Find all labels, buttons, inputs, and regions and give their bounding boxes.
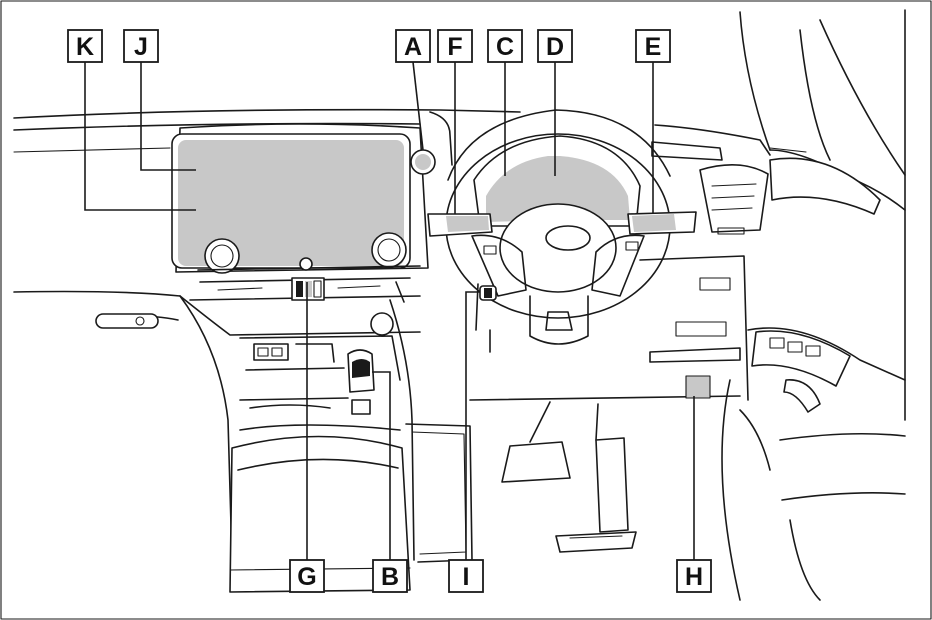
callout-c-label: C bbox=[496, 33, 514, 61]
callout-i: I bbox=[448, 559, 484, 593]
callout-b-label: B bbox=[381, 563, 399, 591]
passenger-panel bbox=[13, 290, 233, 561]
glovebox-handle bbox=[95, 313, 159, 329]
driver-door bbox=[721, 327, 906, 601]
left-knob-icon bbox=[204, 238, 240, 274]
callout-j: J bbox=[123, 29, 159, 63]
callout-a: A bbox=[395, 29, 431, 63]
start-button bbox=[410, 149, 436, 175]
callout-h: H bbox=[676, 559, 712, 593]
leader-lines bbox=[84, 61, 695, 560]
callout-f: F bbox=[437, 29, 473, 63]
callout-g: G bbox=[289, 559, 325, 593]
left-stalk bbox=[427, 213, 493, 237]
pedals bbox=[501, 401, 637, 553]
console-switches bbox=[253, 343, 289, 361]
callout-c: C bbox=[487, 29, 523, 63]
window-switch-panel bbox=[751, 330, 851, 387]
brake-pedal bbox=[501, 441, 571, 483]
display-center-button bbox=[299, 257, 313, 271]
callout-e-label: E bbox=[645, 33, 662, 61]
callout-a-label: A bbox=[404, 33, 422, 61]
shift-button bbox=[351, 399, 371, 415]
dashboard-top bbox=[13, 9, 906, 421]
right-stalk bbox=[627, 211, 697, 235]
right-knob-icon bbox=[371, 232, 407, 268]
callout-e: E bbox=[635, 29, 671, 63]
console-knob bbox=[370, 312, 394, 336]
callout-g-label: G bbox=[297, 563, 316, 591]
center-display bbox=[171, 123, 429, 274]
callout-k-label: K bbox=[76, 33, 94, 61]
armrest bbox=[229, 435, 411, 593]
display-screen-gray bbox=[178, 140, 404, 266]
accelerator-pedal bbox=[595, 437, 629, 533]
callout-d: D bbox=[537, 29, 573, 63]
callout-i-label: I bbox=[463, 563, 470, 591]
callout-d-label: D bbox=[546, 33, 564, 61]
center-console-upper bbox=[179, 277, 421, 336]
lower-dash-right bbox=[469, 255, 749, 401]
callout-k: K bbox=[67, 29, 103, 63]
callout-b: B bbox=[372, 559, 408, 593]
right-vents bbox=[651, 141, 881, 235]
wheel-emblem bbox=[545, 225, 591, 251]
callout-h-label: H bbox=[685, 563, 703, 591]
center-console bbox=[239, 299, 415, 561]
steering-wheel bbox=[445, 109, 671, 345]
floor-mat bbox=[405, 423, 473, 563]
callout-f-label: F bbox=[447, 33, 462, 61]
hood-release bbox=[686, 376, 710, 398]
callout-j-label: J bbox=[134, 33, 148, 61]
